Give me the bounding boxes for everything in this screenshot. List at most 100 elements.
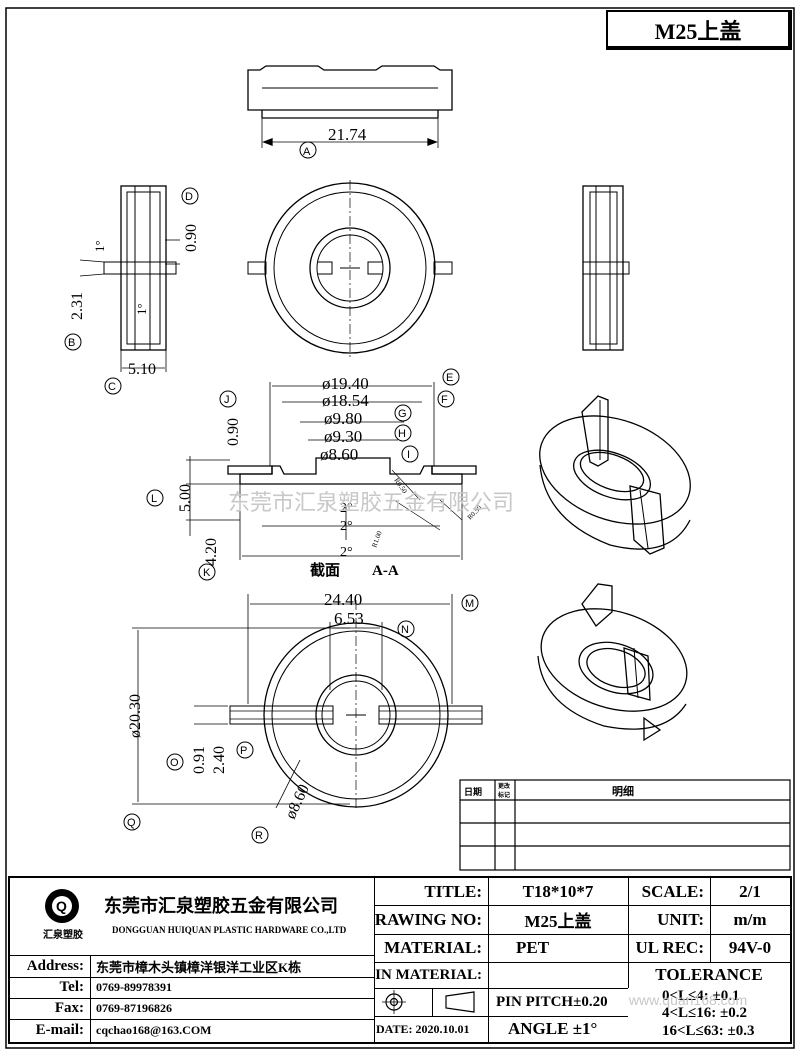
tolerance-2: 4<L≤16: ±0.2 xyxy=(662,1005,748,1021)
title-tab-text: M25上盖 xyxy=(654,19,742,44)
title-value: T18*10*7 xyxy=(522,881,594,901)
unit-label: UNIT: xyxy=(657,909,704,929)
sheet-border xyxy=(5,7,795,1049)
iso-view-bottom xyxy=(537,583,688,742)
fax-label: Fax: xyxy=(54,1000,84,1016)
front-view xyxy=(247,180,453,358)
section-angle-2: 2° xyxy=(340,519,353,534)
watermark-url: www.quan168.com xyxy=(628,992,748,1008)
iso-view-top xyxy=(539,395,691,555)
top-view-width-dim: 21.74 xyxy=(328,125,367,144)
bottom-dim-inner: ø8.60 xyxy=(282,782,313,822)
logo-caption: 汇泉塑胶 xyxy=(43,929,83,941)
section-height-top: 0.90 xyxy=(225,418,242,446)
section-small-label-2: R1.00 xyxy=(370,530,383,549)
section-view xyxy=(146,368,477,581)
fax-value: 0769-87196826 xyxy=(96,1001,172,1015)
tolerance-label: TOLERANCE xyxy=(655,965,763,984)
side-dim-height: 2.31 xyxy=(69,292,86,320)
section-height-bottom: 4.20 xyxy=(203,538,220,566)
section-dim-3: ø9.80 xyxy=(324,409,362,428)
watermark-text: 东莞市汇泉塑胶五金有限公司 xyxy=(228,491,514,516)
bottom-dim-small-1: 0.91 xyxy=(191,746,208,774)
top-view xyxy=(247,65,453,159)
side-view-right xyxy=(582,185,630,351)
section-dim-2: ø18.54 xyxy=(322,391,369,410)
marker-k: K xyxy=(203,567,211,579)
side-view-left xyxy=(64,185,199,395)
bottom-dim-width: 24.40 xyxy=(324,590,362,609)
marker-d: D xyxy=(185,191,193,203)
angle-tolerance: ANGLE ±1° xyxy=(508,1019,598,1038)
company-name-cn: 东莞市汇泉塑胶五金有限公司 xyxy=(104,896,338,916)
bottom-dim-slot: 6.53 xyxy=(334,609,364,628)
svg-text:Q: Q xyxy=(56,898,67,914)
marker-o: O xyxy=(170,757,179,769)
section-dim-4: ø9.30 xyxy=(324,427,362,446)
section-height-mid: 5.00 xyxy=(177,484,194,512)
bottom-dim-dia: ø20.30 xyxy=(127,694,144,738)
unit-value: m/m xyxy=(733,909,767,929)
marker-j: J xyxy=(224,394,230,406)
projection-symbol-icon xyxy=(382,990,406,1014)
side-dim-top: 0.90 xyxy=(183,224,200,252)
scale-label: SCALE: xyxy=(641,881,704,901)
ul-rec-value: 94V-0 xyxy=(728,938,772,957)
pin-material-label: PIN MATERIAL: xyxy=(374,966,482,983)
marker-h: H xyxy=(398,428,406,440)
revision-table-lines xyxy=(459,779,791,871)
bottom-view xyxy=(123,594,483,844)
marker-a: A xyxy=(303,146,311,158)
side-angle-bottom: 1° xyxy=(134,303,149,315)
side-dim-width: 5.10 xyxy=(128,361,156,378)
section-dim-1: ø19.40 xyxy=(322,374,369,393)
marker-l: L xyxy=(151,493,157,505)
company-name-en: DONGGUAN HUIQUAN PLASTIC HARDWARE CO.,LT… xyxy=(112,925,347,935)
marker-b: B xyxy=(68,337,75,349)
marker-c: C xyxy=(108,381,116,393)
section-angle-1: 2° xyxy=(340,501,353,516)
bottom-dim-small-2: 2.40 xyxy=(211,746,228,774)
marker-e: E xyxy=(446,372,453,384)
date-value: DATE: 2020.10.01 xyxy=(376,1021,470,1036)
material-label: MATERIAL: xyxy=(384,938,482,957)
drawing-no-value: M25上盖 xyxy=(524,912,592,931)
email-label: E-mail: xyxy=(35,1022,84,1038)
cone-symbol-icon xyxy=(445,991,475,1013)
pin-material-value xyxy=(488,962,628,988)
title-block: Q 汇泉塑胶 东莞市汇泉塑胶五金有限公司 DONGGUAN HUIQUAN PL… xyxy=(8,876,792,1044)
section-angle-3: 2° xyxy=(340,545,353,560)
scale-value: 2/1 xyxy=(739,881,761,901)
tolerance-1: 0<L≤4: ±0.1 xyxy=(662,988,740,1004)
marker-p: P xyxy=(240,745,247,757)
drawing-no-label: DRAWING NO: xyxy=(374,909,482,929)
tel-value: 0769-89978391 xyxy=(96,980,172,994)
tel-label: Tel: xyxy=(59,979,84,995)
section-caption-left: 截面 xyxy=(310,561,340,579)
marker-q: Q xyxy=(127,817,136,829)
pin-pitch: PIN PITCH±0.20 xyxy=(496,993,608,1010)
title-label: TITLE: xyxy=(424,881,482,901)
marker-i: I xyxy=(407,449,410,461)
company-logo: Q xyxy=(45,889,79,923)
marker-f: F xyxy=(441,394,448,406)
email-value: cqchao168@163.COM xyxy=(96,1023,212,1037)
title-tab: M25上盖 xyxy=(606,10,792,50)
marker-g: G xyxy=(398,408,407,420)
marker-r: R xyxy=(255,830,263,842)
section-dim-5: ø8.60 xyxy=(320,445,358,464)
ul-rec-label: UL REC: xyxy=(635,938,704,957)
rev-mark-header-2: 标记 xyxy=(497,791,510,799)
marker-m: M xyxy=(465,598,474,610)
section-caption-right: A-A xyxy=(372,563,399,579)
address-label: Address: xyxy=(26,957,84,974)
rev-detail-header: 明细 xyxy=(612,784,634,798)
address-value: 东莞市樟木头镇樟洋银洋工业区K栋 xyxy=(96,959,302,975)
rev-date-header: 日期 xyxy=(464,786,482,797)
marker-n: N xyxy=(401,624,409,636)
tolerance-3: 16<L≤63: ±0.3 xyxy=(662,1022,755,1039)
material-value: PET xyxy=(516,938,550,957)
rev-mark-header: 更改 xyxy=(498,782,511,790)
